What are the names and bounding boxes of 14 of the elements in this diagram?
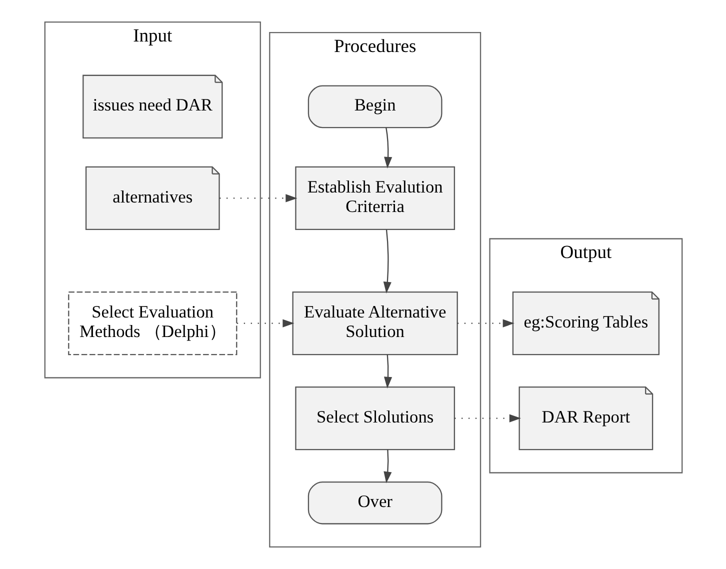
arrow: [382, 230, 391, 294]
arrow: [383, 450, 392, 484]
node-box: Begin: [307, 85, 442, 128]
arrow: [219, 194, 297, 202]
arrow: [456, 319, 514, 328]
arrow: [236, 319, 294, 328]
node-box: Select Slolutions: [294, 386, 455, 450]
node-box: Select Evaluation Methods （Delphi）: [68, 291, 237, 356]
node-box: Establish Evalution Criterria: [294, 166, 455, 230]
node-box: Evaluate Alternative Solution: [292, 291, 458, 356]
node-box: Over: [307, 481, 442, 524]
arrow: [454, 414, 520, 422]
arrow: [384, 128, 392, 169]
arrow: [383, 354, 392, 388]
